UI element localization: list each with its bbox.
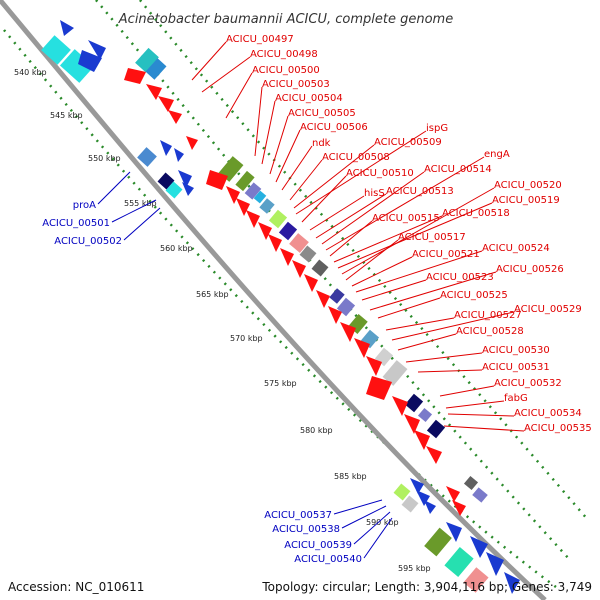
gene-label[interactable]: ndk	[312, 138, 331, 149]
gene-label[interactable]: ACICU_00528	[456, 326, 524, 337]
gene-label[interactable]: ACICU_00510	[346, 168, 414, 179]
reverse-gene-labels: proA ACICU_00501 ACICU_00502 ACICU_00537…	[42, 200, 362, 565]
gene-label[interactable]: ACICU_00538	[272, 524, 340, 535]
gene-label[interactable]: hisS	[364, 188, 385, 199]
gene-label[interactable]: ACICU_00525	[440, 290, 508, 301]
forward-gene-blocks-upper	[124, 47, 198, 150]
gene-label[interactable]: ACICU_00517	[398, 232, 466, 243]
gene-label[interactable]: proA	[73, 200, 96, 211]
gene-label[interactable]: ACICU_00504	[275, 93, 343, 104]
gene-label[interactable]: ACICU_00532	[494, 378, 562, 389]
gene-label[interactable]: ACICU_00513	[386, 186, 454, 197]
kbp-label: 590 kbp	[366, 518, 399, 527]
gene-label[interactable]: ACICU_00540	[294, 554, 362, 565]
topology-text: Topology: circular; Length: 3,904,116 bp…	[262, 580, 592, 594]
kbp-label: 570 kbp	[230, 334, 263, 343]
gene-label[interactable]: ACICU_00519	[492, 195, 560, 206]
gene-label[interactable]: ACICU_00520	[494, 180, 562, 191]
gene-label[interactable]: ACICU_00498	[250, 49, 318, 60]
gene-label[interactable]: engA	[484, 149, 510, 160]
kbp-label: 560 kbp	[160, 244, 193, 253]
kbp-label: 595 kbp	[398, 564, 431, 573]
kbp-label: 550 kbp	[88, 154, 121, 163]
accession-text: Accession: NC_010611	[8, 580, 145, 594]
gene-label[interactable]: fabG	[504, 393, 528, 404]
kbp-label: 585 kbp	[334, 472, 367, 481]
gene-label[interactable]: ACICU_00537	[264, 510, 332, 521]
gene-label[interactable]: ACICU_00523	[426, 272, 494, 283]
kbp-scale: 540 kbp 545 kbp 550 kbp 555 kbp 560 kbp …	[14, 68, 431, 573]
gene-label[interactable]: ACICU_00505	[288, 108, 356, 119]
gene-label[interactable]: ACICU_00509	[374, 137, 442, 148]
kbp-label: 580 kbp	[300, 426, 333, 435]
kbp-label: 575 kbp	[264, 379, 297, 388]
kbp-label: 565 kbp	[196, 290, 229, 299]
forward-gene-labels: ACICU_00497 ACICU_00498 ACICU_00500 ACIC…	[226, 34, 592, 434]
gene-label[interactable]: ACICU_00515	[372, 213, 440, 224]
gene-label[interactable]: ACICU_00501	[42, 218, 110, 229]
inner-tick-track	[95, 0, 571, 561]
gene-label[interactable]: ACICU_00518	[442, 208, 510, 219]
gene-label[interactable]: ispG	[426, 123, 448, 134]
gene-label[interactable]: ACICU_00539	[284, 540, 352, 551]
gene-label[interactable]: ACICU_00531	[482, 362, 550, 373]
lower-cluster-blocks	[393, 475, 520, 594]
genome-backbone	[0, 0, 547, 600]
map-title: Acinetobacter baumannii ACICU, complete …	[118, 12, 453, 27]
gene-label[interactable]: ACICU_00521	[412, 249, 480, 260]
gene-label[interactable]: ACICU_00514	[424, 164, 492, 175]
red-arrow-genes	[206, 170, 442, 464]
gene-label[interactable]: ACICU_00529	[514, 304, 582, 315]
kbp-label: 540 kbp	[14, 68, 47, 77]
gene-label[interactable]: ACICU_00502	[54, 236, 122, 247]
gene-label[interactable]: ACICU_00500	[252, 65, 320, 76]
kbp-label: 555 kbp	[124, 199, 157, 208]
gene-label[interactable]: ACICU_00524	[482, 243, 550, 254]
reverse-gene-blocks	[41, 20, 194, 199]
gene-label[interactable]: ACICU_00506	[300, 122, 368, 133]
gene-label[interactable]: ACICU_00508	[322, 152, 390, 163]
gene-label[interactable]: ACICU_00530	[482, 345, 550, 356]
forward-leader-lines	[191, 41, 525, 432]
gene-label[interactable]: ACICU_00534	[514, 408, 582, 419]
gene-label[interactable]: ACICU_00527	[454, 310, 522, 321]
gene-label[interactable]: ACICU_00497	[226, 34, 294, 45]
gene-label[interactable]: ACICU_00526	[496, 264, 564, 275]
gene-label[interactable]: ACICU_00535	[524, 423, 592, 434]
forward-tick-track	[139, 0, 589, 521]
reverse-leader-lines	[97, 171, 393, 559]
gene-label[interactable]: ACICU_00503	[262, 79, 330, 90]
kbp-label: 545 kbp	[50, 111, 83, 120]
